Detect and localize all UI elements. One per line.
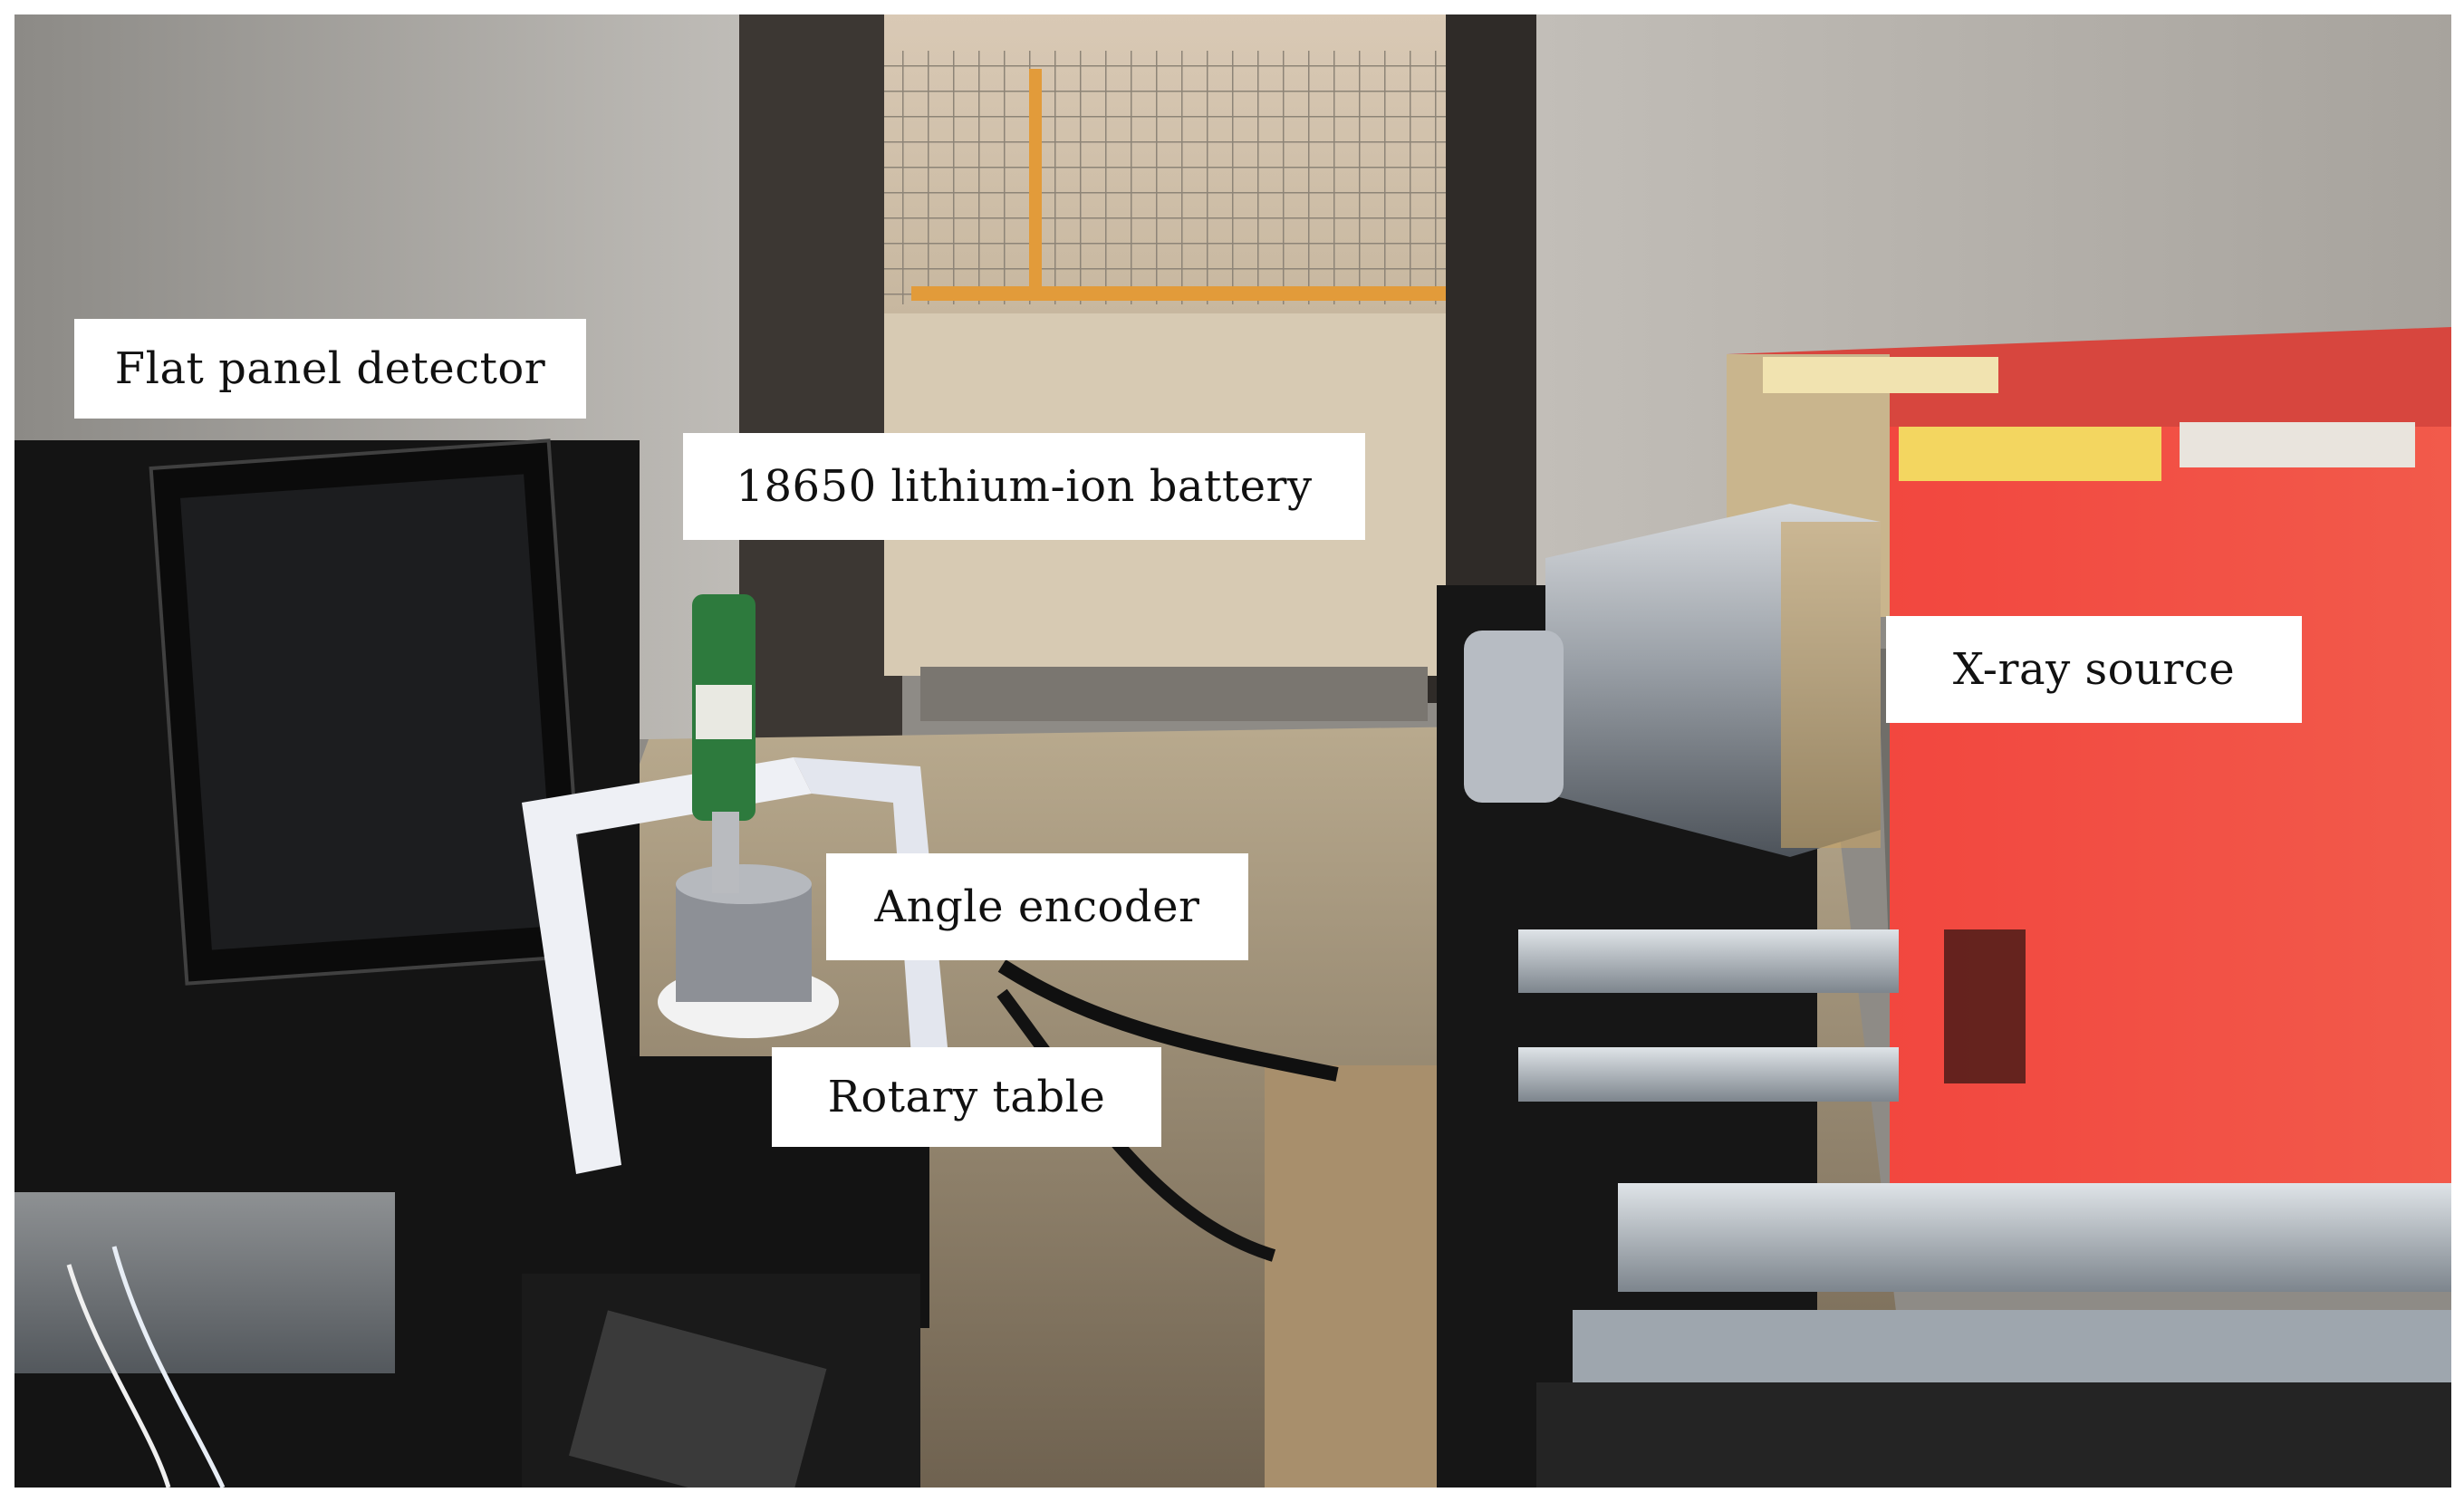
angle-encoder-label: Angle encoder — [826, 853, 1248, 960]
rotary-table-label: Rotary table — [772, 1047, 1161, 1147]
lab-photo: Flat panel detector 18650 lithium-ion ba… — [14, 14, 2451, 1488]
xray-source-label: X-ray source — [1886, 616, 2302, 723]
flat-panel-detector-label: Flat panel detector — [74, 319, 586, 419]
lab-scene-drawing — [14, 14, 2451, 1488]
battery-label: 18650 lithium-ion battery — [683, 433, 1365, 540]
